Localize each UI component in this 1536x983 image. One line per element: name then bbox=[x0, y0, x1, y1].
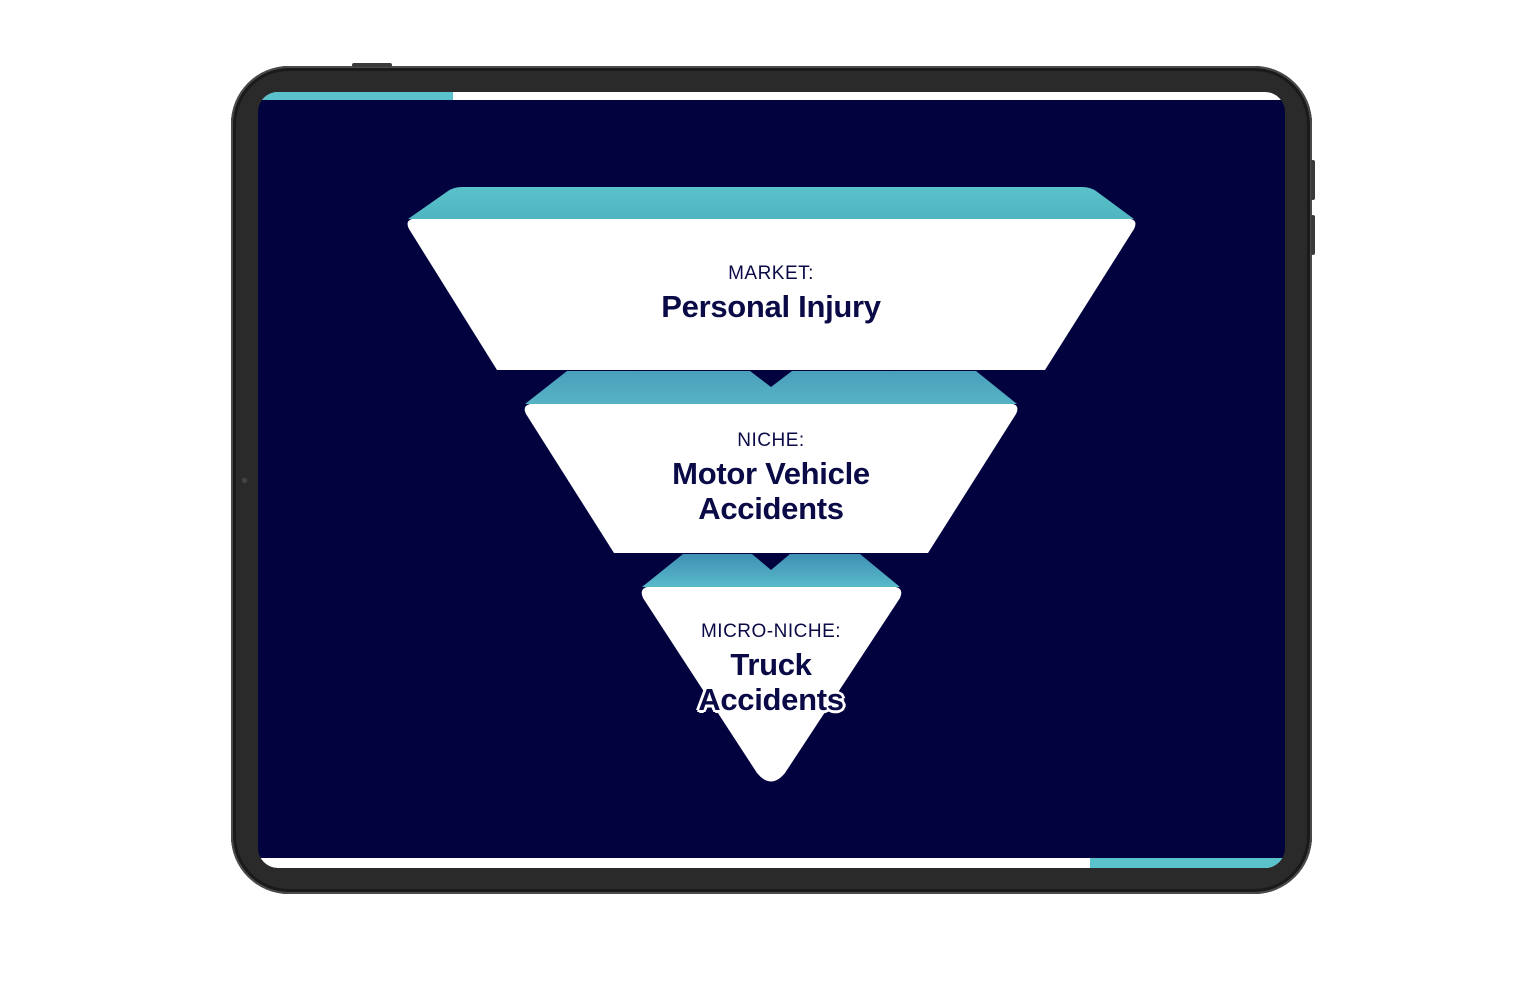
tier-niche-top-face bbox=[525, 371, 1017, 404]
tier-market-headline: Personal Injury bbox=[661, 288, 881, 324]
tier-niche-text: NICHE: Motor Vehicle Accidents bbox=[571, 430, 971, 527]
tier-market-front-face bbox=[407, 219, 1136, 370]
camera-icon bbox=[241, 477, 248, 484]
tier-niche-headline-line-1: Motor Vehicle bbox=[672, 455, 870, 491]
tier-micro-headline-line-1: Truck bbox=[730, 646, 812, 682]
top-accent-bar bbox=[258, 92, 453, 100]
tier-niche-front-face bbox=[524, 404, 1018, 553]
tier-micro-top-face bbox=[642, 554, 900, 587]
bottom-bar bbox=[258, 858, 1285, 868]
tier-market-top-face bbox=[408, 187, 1134, 219]
tier-market-text: MARKET: Personal Injury bbox=[571, 263, 971, 324]
tier-market-kicker: MARKET: bbox=[728, 263, 814, 284]
side-button bbox=[1311, 215, 1315, 255]
tier-micro-kicker: MICRO-NICHE: bbox=[700, 621, 842, 642]
tier-micro-text: MICRO-NICHE: Truck Accidents bbox=[621, 621, 921, 718]
bottom-accent-bar bbox=[1090, 858, 1285, 868]
tier-niche-kicker: NICHE: bbox=[737, 430, 805, 451]
tier-niche-headline-line-2: Accidents bbox=[698, 491, 844, 527]
top-bar bbox=[258, 92, 1285, 100]
funnel-tier-niche bbox=[524, 371, 1018, 553]
tier-micro-headline-line-2: Accidents bbox=[698, 682, 844, 718]
funnel-tier-micro-niche bbox=[641, 554, 902, 782]
funnel-tier-market bbox=[407, 187, 1136, 370]
tier-micro-front-face bbox=[641, 587, 902, 782]
side-button bbox=[1311, 160, 1315, 200]
top-button bbox=[352, 63, 392, 67]
